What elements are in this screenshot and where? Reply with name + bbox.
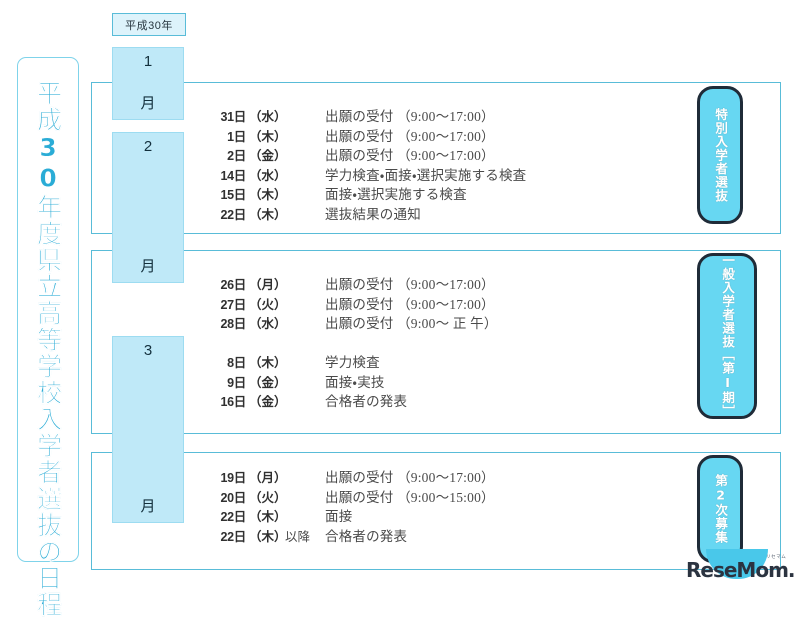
schedule-description: 出願の受付 （9:00〜17:00）: [325, 296, 495, 312]
schedule-day: 22日: [220, 529, 246, 544]
year-tag: 平成30年: [112, 13, 186, 36]
schedule-weekday: （木）: [249, 510, 287, 524]
schedule-day: 31日: [220, 110, 246, 124]
schedule-day: 1日: [227, 129, 246, 144]
month-kanji: 月: [140, 498, 156, 515]
schedule-weekday: （木）: [249, 529, 287, 544]
schedule-description: 出願の受付 （9:00〜17:00）: [325, 148, 495, 163]
badge-label-line: 第2次募集: [713, 474, 729, 544]
schedule-description: 合格者の発表: [325, 394, 408, 409]
section-frame-secondary: [91, 452, 781, 570]
schedule-row: 22日（木） 選抜結果の通知: [212, 203, 526, 223]
schedule-row: 31日（水） 出願の受付 （9:00〜17:00）: [212, 105, 526, 125]
schedule-row-spacer: [212, 332, 498, 352]
badge-label-line: 一般入学者選抜: [720, 253, 736, 349]
schedule-row: 22日（木） 面接: [212, 505, 495, 525]
schedule-description: 学力検査・面接・選択実施する検査: [325, 167, 527, 183]
schedule-day: 22日: [220, 510, 246, 524]
schedule-day: 9日: [227, 375, 246, 390]
month-box-january: 1 月: [112, 47, 184, 120]
schedule-weekday: （水）: [249, 317, 287, 331]
schedule-suffix: 以降: [285, 529, 311, 544]
page-title: 平成30年度県立高等学校入学者選抜の日程: [17, 57, 79, 618]
schedule-description: 面接・実技: [325, 374, 385, 390]
schedule-weekday: （水）: [249, 168, 287, 183]
schedule-day: 27日: [220, 297, 246, 312]
schedule-description: 面接: [325, 509, 353, 524]
schedule-day: 19日: [220, 471, 246, 485]
schedule-weekday: （月）: [249, 471, 287, 485]
month-number: 3: [143, 342, 153, 359]
schedule-day: 16日: [220, 395, 246, 409]
schedule-description: 出願の受付 （9:00〜17:00）: [325, 277, 495, 292]
page-title-text: 平成30年度県立高等学校入学者選抜の日程: [33, 80, 63, 618]
month-kanji: 月: [140, 258, 156, 275]
schedule-row: 8日（木） 学力検査: [212, 351, 498, 371]
badge-label: 第2次募集: [711, 474, 729, 544]
schedule-diagram: 平成30年 平成30年度県立高等学校入学者選抜の日程 1 月 2 月 3 月 3…: [17, 13, 796, 618]
schedule-description: 出願の受付 （9:00〜17:00）: [325, 470, 495, 485]
schedule-row: 16日（金） 合格者の発表: [212, 390, 498, 410]
month-kanji: 月: [140, 95, 156, 112]
schedule-description: 出願の受付 （9:00〜17:00）: [325, 109, 495, 124]
schedule-day: 15日: [220, 188, 246, 202]
month-number: 2: [143, 138, 153, 155]
schedule-weekday: （金）: [249, 395, 287, 409]
schedule-weekday: （木）: [249, 129, 287, 144]
schedule-weekday: （木）: [249, 356, 287, 370]
schedule-description: 選抜結果の通知: [325, 206, 421, 222]
badge-label-line: 特別入学者選抜: [713, 107, 729, 203]
schedule-day: 14日: [220, 168, 246, 183]
schedule-list-special: 31日（水）出願の受付 （9:00〜17:00）1日（木）出願の受付 （9:00…: [212, 105, 526, 222]
schedule-row: 19日（月） 出願の受付 （9:00〜17:00）: [212, 466, 495, 486]
badge-secondary-recruitment: 第2次募集: [697, 455, 743, 563]
schedule-weekday: （木）: [249, 188, 287, 202]
badge-label: 一般入学者選抜［第Ⅰ期］: [718, 254, 736, 419]
schedule-weekday: （火）: [249, 490, 287, 505]
schedule-day: 22日: [220, 207, 246, 222]
schedule-description: 出願の受付 （9:00〜15:00）: [325, 489, 495, 505]
schedule-day: 2日: [227, 149, 246, 163]
schedule-description: 出願の受付 （9:00〜 正 午）: [325, 316, 498, 331]
schedule-description: 面接・選択実施する検査: [325, 187, 467, 202]
schedule-row: 27日（火） 出願の受付 （9:00〜17:00）: [212, 293, 498, 313]
schedule-row: 28日（水） 出願の受付 （9:00〜 正 午）: [212, 312, 498, 332]
section-frame-special: [91, 82, 781, 234]
schedule-weekday: （火）: [249, 297, 287, 312]
schedule-row: 9日（金） 面接・実技: [212, 371, 498, 391]
schedule-row: 26日（月） 出願の受付 （9:00〜17:00）: [212, 273, 498, 293]
schedule-day: 20日: [220, 490, 246, 505]
schedule-row: 15日（木） 面接・選択実施する検査: [212, 183, 526, 203]
month-number: 1: [143, 53, 153, 70]
month-box-february: 2 月: [112, 132, 184, 283]
badge-special-admission: 特別入学者選抜: [697, 86, 743, 224]
schedule-row: 14日（水） 学力検査・面接・選択実施する検査: [212, 164, 526, 184]
schedule-weekday: （木）: [249, 207, 287, 222]
schedule-day: 8日: [227, 356, 246, 370]
schedule-list-general: 26日（月） 出願の受付 （9:00〜17:00） 27日（火） 出願の受付 （9:0…: [212, 273, 498, 410]
badge-label: 特別入学者選抜: [711, 108, 729, 203]
schedule-day: 28日: [220, 317, 246, 331]
schedule-weekday: （月）: [249, 278, 287, 292]
schedule-weekday: （水）: [249, 110, 287, 124]
badge-general-admission: 一般入学者選抜［第Ⅰ期］: [697, 253, 757, 419]
badge-label-line: ［第Ⅰ期］: [720, 348, 736, 419]
schedule-description: 合格者の発表: [325, 528, 408, 544]
schedule-row: 1日（木） 出願の受付 （9:00〜17:00）: [212, 125, 526, 145]
schedule-row: 2日（金） 出願の受付 （9:00〜17:00）: [212, 144, 526, 164]
schedule-list-secondary: 19日（月） 出願の受付 （9:00〜17:00） 20日（火） 出願の受付 （9:0…: [212, 466, 495, 544]
schedule-row: 20日（火） 出願の受付 （9:00〜15:00）: [212, 486, 495, 506]
schedule-day: 26日: [220, 278, 246, 292]
schedule-description: 学力検査: [325, 355, 380, 370]
month-box-march: 3 月: [112, 336, 184, 523]
section-frame-general: [91, 250, 781, 434]
schedule-weekday: （金）: [249, 375, 287, 390]
schedule-description: 出願の受付 （9:00〜17:00）: [325, 128, 495, 144]
schedule-row: 22日（木）以降合格者の発表: [212, 525, 495, 545]
schedule-weekday: （金）: [249, 149, 287, 163]
